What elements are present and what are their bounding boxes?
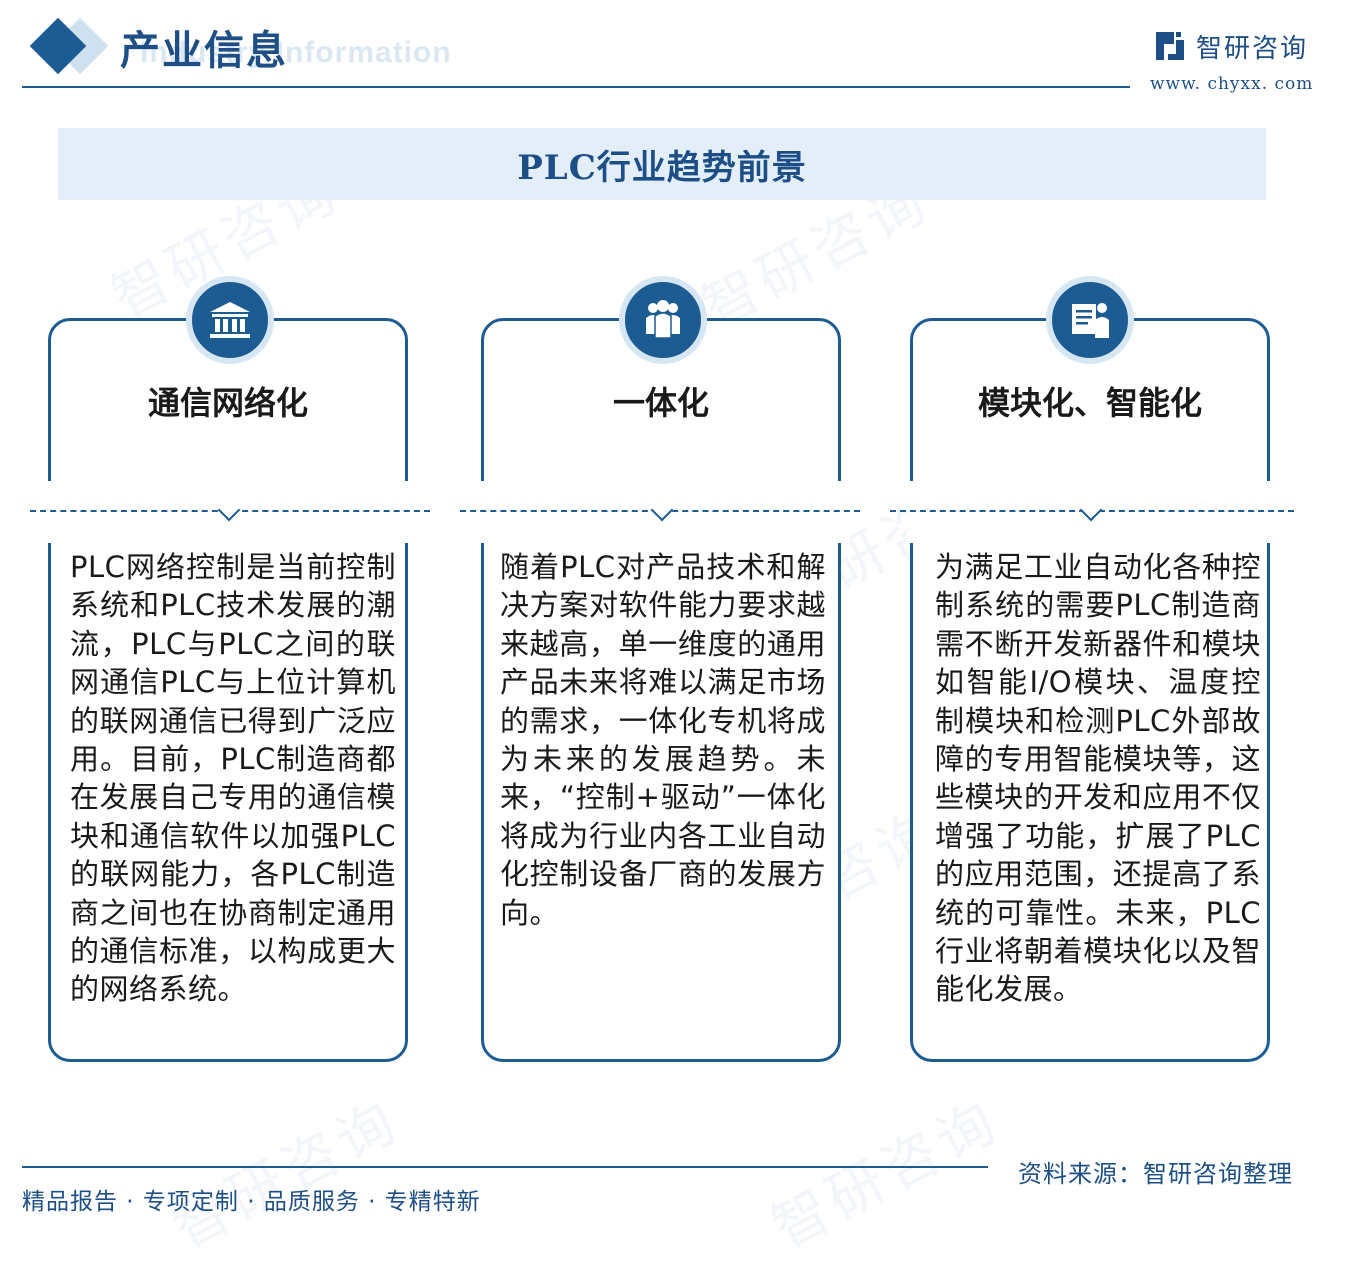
logo-icon xyxy=(1156,32,1184,60)
card-body-2: 随着PLC对产品技术和解决方案对软件能力要求越来越高，单一维度的通用产品未来将难… xyxy=(500,550,826,930)
watermark: 智研咨询 xyxy=(761,1088,1012,1262)
logo-url: www. chyxx. com xyxy=(1150,74,1314,94)
card-title-2: 一体化 xyxy=(612,384,709,422)
trend-card-2 xyxy=(478,318,850,1062)
header-title-background: Industry Information xyxy=(140,36,452,69)
footer-source: 资料来源：智研咨询整理 xyxy=(1018,1160,1293,1188)
trend-card-1 xyxy=(45,318,417,1062)
header-diamond-icon xyxy=(29,17,87,75)
card-title-3: 模块化、智能化 xyxy=(977,384,1202,422)
card-body-3: 为满足工业自动化各种控制系统的需要PLC制造商需不断开发新器件和模块如智能I/O… xyxy=(935,550,1261,1007)
header-divider xyxy=(22,86,1130,88)
footer-slogan: 精品报告 · 专项定制 · 品质服务 · 专精特新 xyxy=(22,1189,481,1215)
watermark: 智研咨询 xyxy=(161,1088,412,1262)
banner-title: PLC行业趋势前景 xyxy=(517,147,807,188)
people-group-icon xyxy=(619,276,707,364)
page-title: 产业信息 xyxy=(120,27,288,74)
card-title-1: 通信网络化 xyxy=(147,384,308,422)
document-person-icon xyxy=(1046,276,1134,364)
title-banner: PLC行业趋势前景 xyxy=(58,128,1266,200)
logo-name: 智研咨询 xyxy=(1196,34,1309,64)
footer-divider xyxy=(22,1166,988,1168)
card-body-1: PLC网络控制是当前控制系统和PLC技术发展的潮流，PLC与PLC之间的联网通信… xyxy=(70,550,396,1007)
bank-building-icon xyxy=(186,276,274,364)
trend-card-3 xyxy=(907,318,1279,1062)
